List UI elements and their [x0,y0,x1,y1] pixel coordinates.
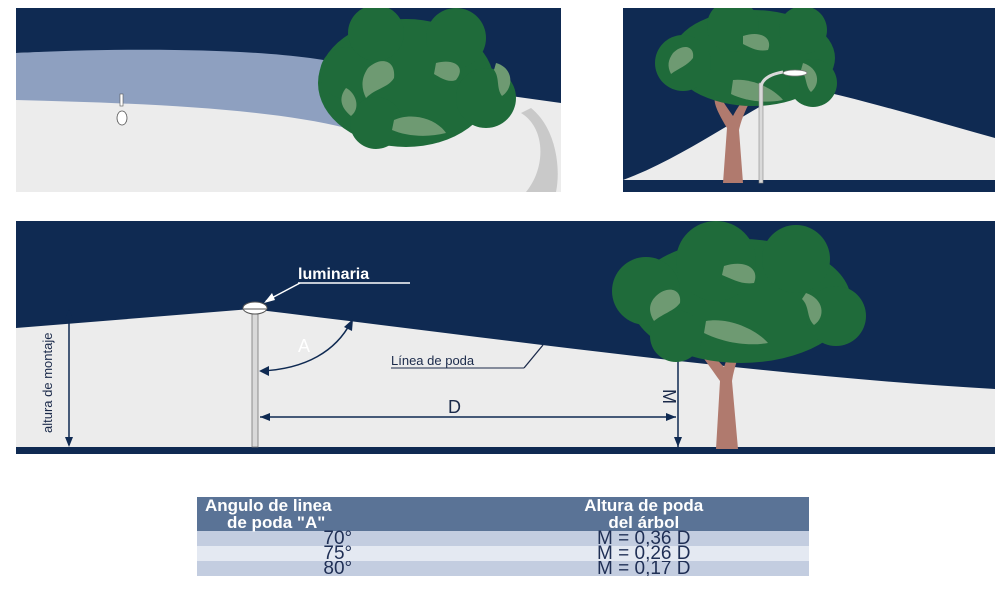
table-header-row: Angulo de linea de poda "A" Altura de po… [197,497,809,531]
header-height-line2: del árbol [608,513,680,532]
scene-top-left [16,8,561,192]
tree-with-lamp-icon [655,8,837,183]
header-angle-line1: Angulo de linea [205,496,332,515]
table-row: 80° M = 0,17 D [197,561,809,576]
tree-canopy-icon [318,8,516,149]
table-cell-angle: 70° [197,529,479,548]
luminaire-label: luminaria [298,266,369,283]
mounting-height-label: altura de montaje [40,333,55,433]
table-cell-height: M = 0,26 D [478,544,809,563]
table-cell-angle: 75° [197,544,479,563]
distance-label: D [448,397,461,417]
angle-arc [260,321,352,372]
pruning-diagram: altura de montaje luminaria A Línea de p… [16,221,995,454]
header-height-line1: Altura de poda [584,496,704,515]
tree-icon [612,221,866,449]
scene-top-right [623,8,995,192]
table-header-height: Altura de poda del árbol [478,496,809,532]
angle-label: A [298,336,310,356]
table-row: 70° M = 0,36 D [197,529,809,548]
ground-area [16,309,995,449]
header-angle-line2: de poda "A" [227,513,326,532]
pruning-diagram-drawing: altura de montaje luminaria A Línea de p… [16,221,995,454]
road-base [623,180,995,192]
light-cone [16,49,351,128]
lamp-pole [251,312,259,448]
luminaire-icon [242,301,268,315]
table-cell-height: M = 0,36 D [478,529,809,548]
table-header-angle: Angulo de linea de poda "A" [197,497,479,531]
table-row: 75° M = 0,26 D [197,544,809,563]
road-line [16,447,995,454]
scene-top-right-drawing [623,8,995,192]
lit-ground [623,86,995,180]
small-lamp-icon [116,93,128,126]
street-lamp-icon [758,69,808,184]
height-label: M [659,389,679,404]
pruning-table: Angulo de linea de poda "A" Altura de po… [197,497,809,576]
road-curb [521,108,558,192]
pruning-line-arrow [523,344,544,369]
pruning-line-label: Línea de poda [391,353,475,368]
table-cell-angle: 80° [197,561,479,576]
scene-top-left-drawing [16,8,561,192]
table-cell-height: M = 0,17 D [478,561,809,576]
